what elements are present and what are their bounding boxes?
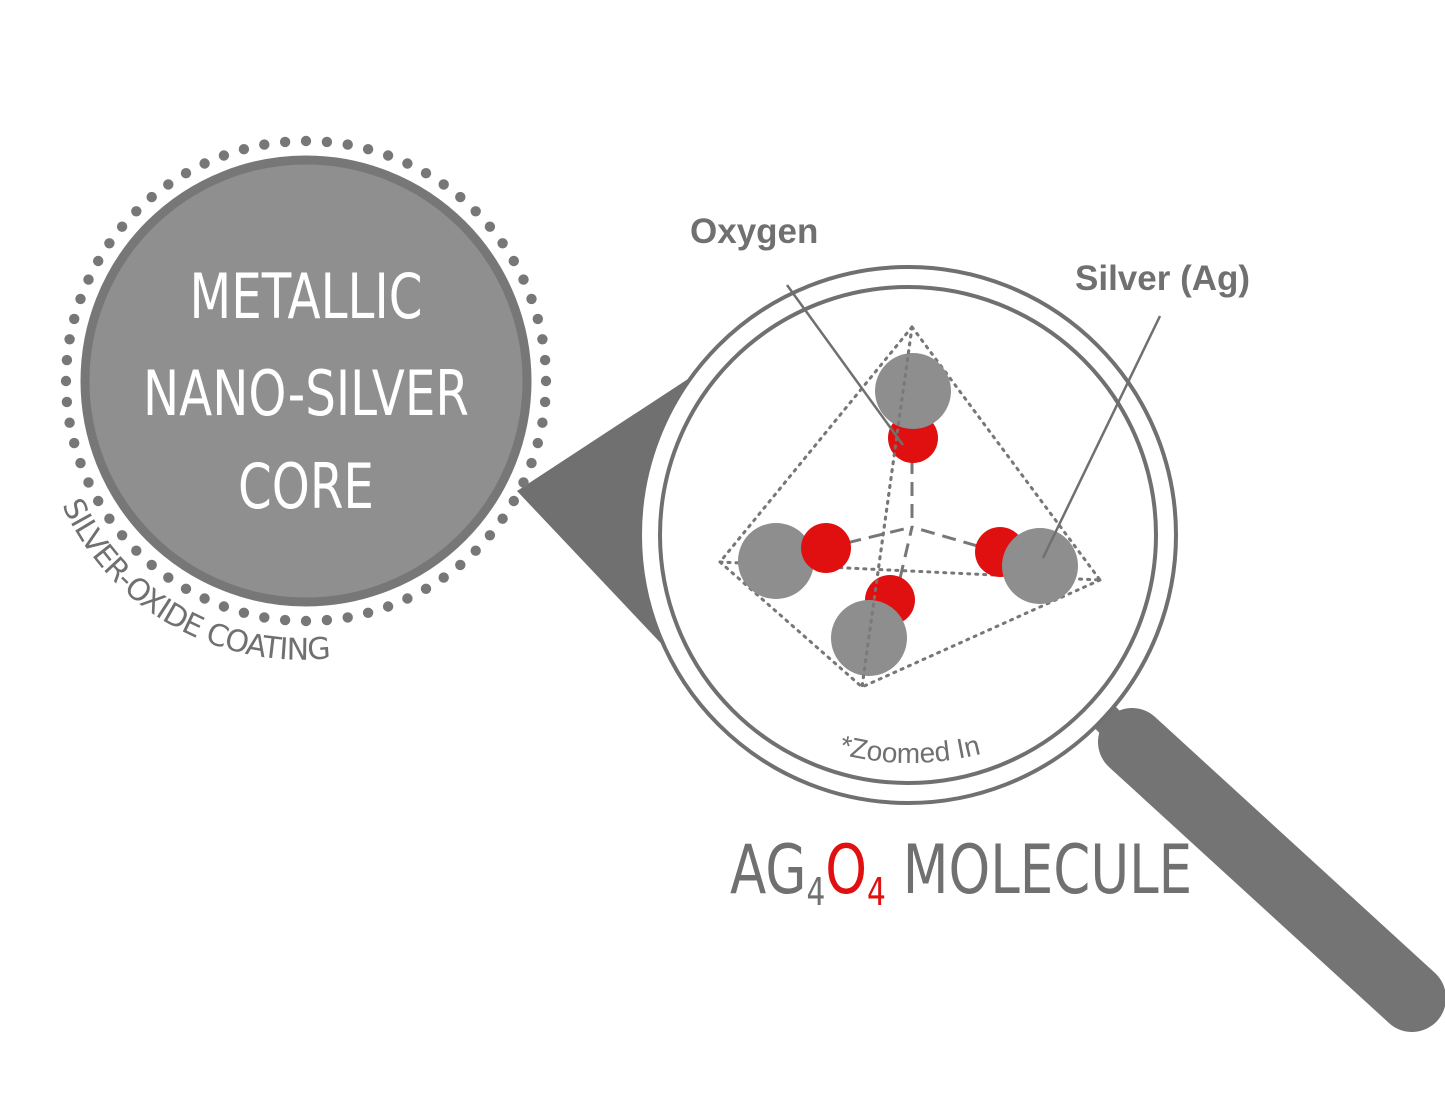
svg-text:AG4O4 MOLECULE: AG4O4 MOLECULE (730, 831, 1192, 915)
coating-dot (526, 293, 537, 305)
coating-dot (60, 375, 72, 387)
coating-dot (238, 607, 250, 618)
coating-dot (146, 191, 157, 203)
coating-dot (402, 593, 413, 604)
coating-dot (497, 513, 508, 524)
coating-dot (259, 139, 270, 150)
formula-suffix: MOLECULE (886, 831, 1192, 910)
coating-dot (83, 477, 94, 488)
coating-dot (218, 601, 230, 612)
core-label-line1: METALLIC (190, 261, 423, 333)
coating-dot (470, 206, 481, 217)
silver-atom-left (738, 523, 814, 599)
coating-dot (539, 396, 551, 408)
coating-dot (163, 179, 174, 190)
formula-ag-subscript: 4 (806, 870, 825, 915)
coating-dot (116, 221, 128, 232)
coating-dot (342, 612, 353, 623)
coating-dot (438, 179, 449, 190)
coating-dot (93, 495, 104, 507)
formula-title: AG4O4 MOLECULE (730, 831, 1192, 915)
coating-dot (146, 559, 157, 571)
silver-leader-line (1041, 315, 1162, 559)
coating-dot (259, 612, 270, 623)
coating-dot (526, 457, 537, 469)
coating-dot (518, 274, 529, 285)
coating-dot (470, 545, 481, 556)
coating-dot (362, 607, 374, 618)
coating-dot (382, 601, 394, 612)
coating-dot (455, 191, 466, 203)
silver-oxide-coating-dots (60, 135, 552, 627)
core-label-line2: NANO-SILVER (143, 358, 469, 430)
coating-dot (199, 593, 210, 604)
silver-atom-top (875, 353, 951, 429)
coating-dot (539, 354, 551, 366)
formula-oxygen-subscript: 4 (867, 870, 886, 915)
coating-dot (64, 417, 75, 428)
coating-dot (69, 437, 80, 449)
coating-dot (438, 572, 449, 583)
coating-dot (420, 168, 432, 179)
formula-oxygen: O (825, 831, 867, 910)
coating-dot (180, 583, 192, 594)
coating-dot (484, 221, 496, 232)
coating-dot (537, 417, 548, 428)
oxygen-label: Oxygen (690, 212, 818, 251)
coating-dot (131, 206, 142, 217)
coating-dot (508, 495, 519, 507)
coating-dot (420, 583, 432, 594)
coating-dot (382, 150, 394, 161)
oxygen-leader-line (785, 284, 905, 446)
coating-dot (342, 139, 353, 150)
coating-dot (64, 334, 75, 345)
formula-ag: AG (730, 831, 806, 910)
coating-dot (83, 274, 94, 285)
coating-dot (218, 150, 230, 161)
core-label: METALLIC NANO-SILVER CORE (143, 261, 469, 523)
coating-dot (532, 437, 543, 449)
coating-dot (484, 530, 496, 541)
coating-dot (537, 334, 548, 345)
coating-dot (104, 238, 115, 249)
coating-dot (508, 255, 519, 267)
coating-dot (163, 572, 174, 583)
coating-dot (532, 313, 543, 325)
coating-dot (321, 136, 333, 148)
coating-dot (518, 477, 529, 488)
silver-atom-right (1002, 528, 1078, 604)
coating-dot (279, 614, 291, 626)
coating-dot (497, 238, 508, 249)
metallic-core-circle (80, 155, 532, 607)
coating-dot (69, 313, 80, 325)
coating-dot (131, 545, 142, 556)
core-label-line3: CORE (238, 451, 374, 523)
coating-dot (321, 614, 333, 626)
coating-dot (362, 144, 374, 155)
coating-dot (61, 354, 73, 366)
coating-dot (93, 255, 104, 267)
coating-dot (180, 168, 192, 179)
magnifier-lens-inner (658, 285, 1158, 785)
coating-dot (540, 375, 552, 387)
silver-label: Silver (Ag) (1075, 259, 1250, 298)
coating-dot (104, 513, 115, 524)
coating-dot (300, 615, 312, 627)
coating-dot (61, 396, 73, 408)
oxygen-atom-left (801, 523, 851, 573)
coating-dot (238, 144, 250, 155)
coating-dot (279, 136, 291, 148)
coating-dot (300, 135, 312, 147)
coating-dot (116, 530, 128, 541)
coating-dot (402, 158, 413, 169)
coating-dot (75, 457, 86, 469)
coating-dot (75, 293, 86, 305)
coating-dot (455, 559, 466, 571)
coating-dot (199, 158, 210, 169)
